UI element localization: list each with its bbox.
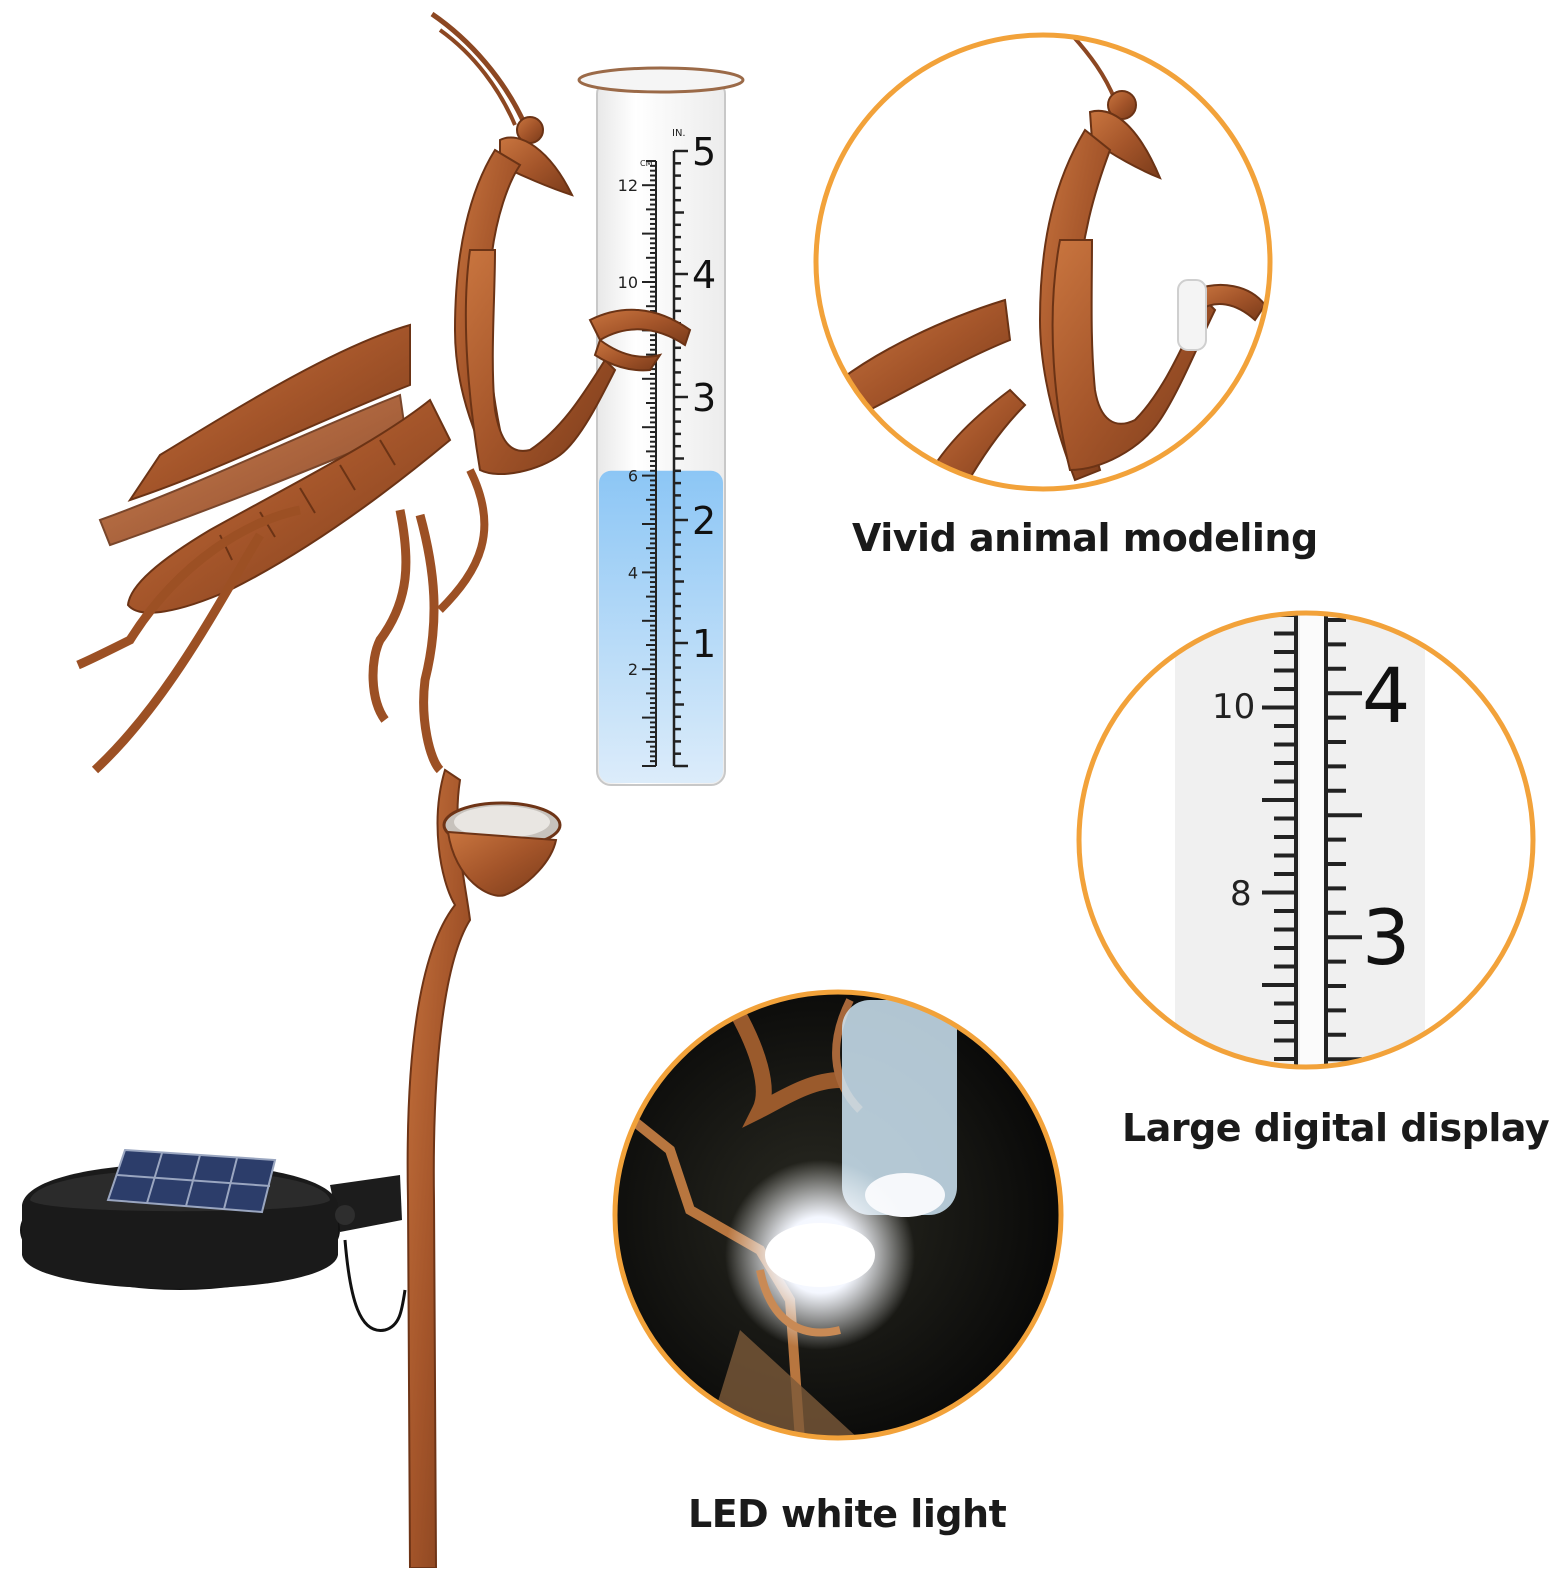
cm-label: 4 <box>628 563 638 582</box>
centimeter-scale <box>642 160 657 767</box>
solar-panel <box>20 1148 407 1332</box>
caption-digital-display: Large digital display <box>1122 1106 1550 1150</box>
zoom-circle-mantis <box>813 32 1273 492</box>
cm-unit-label: CM <box>640 159 653 168</box>
inch-unit-label: IN. <box>672 128 686 139</box>
inch-label: 3 <box>692 376 716 420</box>
cm-labels: 12 10 6 4 2 <box>618 176 638 679</box>
zoom-inch-label-4: 4 <box>1362 651 1410 740</box>
zoom-circle-scale: 10 8 4 3 <box>1076 610 1536 1070</box>
cm-label: 10 <box>618 273 638 292</box>
caption-led-light: LED white light <box>688 1492 1007 1536</box>
cm-label: 2 <box>628 660 638 679</box>
inch-label: 5 <box>692 130 716 174</box>
rain-gauge-tube: IN. CM 5 4 3 2 1 12 10 6 4 2 <box>577 66 745 786</box>
inch-labels: 5 4 3 2 1 <box>692 130 716 666</box>
inch-label: 1 <box>692 622 716 666</box>
inch-scale <box>672 149 688 768</box>
inch-label: 4 <box>692 253 716 297</box>
mantis-figure <box>76 11 692 774</box>
cm-label: 12 <box>618 176 638 195</box>
led-lamp <box>442 801 562 897</box>
zoom-cm-label-10: 10 <box>1212 687 1255 727</box>
inch-label: 2 <box>692 499 716 543</box>
zoom-circle-led <box>612 989 1064 1441</box>
garden-stake <box>406 768 472 1569</box>
zoom-cm-label-8: 8 <box>1230 874 1252 914</box>
solar-cells <box>106 1148 277 1214</box>
caption-animal-modeling: Vivid animal modeling <box>852 516 1318 560</box>
cm-label: 6 <box>628 467 638 486</box>
zoom-inch-label-3: 3 <box>1362 893 1410 982</box>
